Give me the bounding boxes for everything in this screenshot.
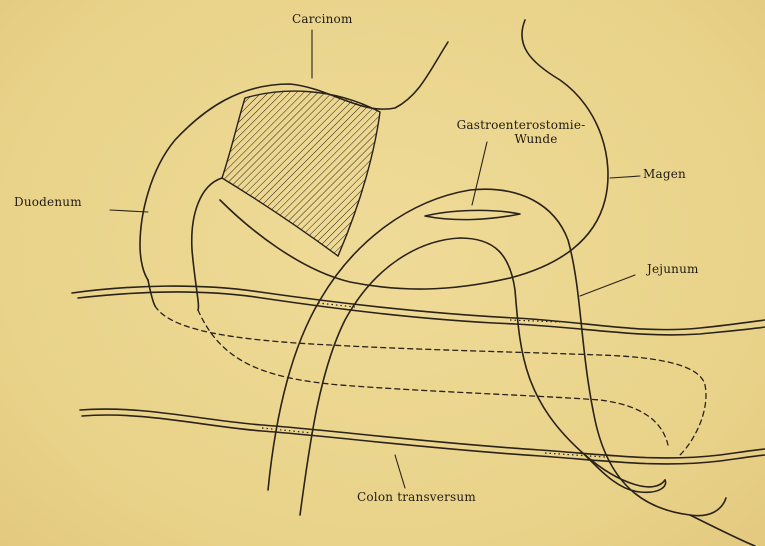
- label-duodenum: Duodenum: [14, 195, 82, 209]
- colon-lower-bottom: [82, 415, 765, 464]
- label-carcinom: Carcinom: [292, 12, 353, 26]
- jejunum-exit: [690, 515, 755, 546]
- anastomosis-wound: [425, 210, 520, 219]
- colon-lower-top: [80, 409, 765, 458]
- label-jejunum: Jejunum: [647, 262, 699, 276]
- pylorus-inner: [192, 178, 222, 310]
- label-gastroenterostomie: Gastroenterostomie- Wunde: [436, 118, 606, 146]
- leader-jejunum: [580, 275, 635, 296]
- label-gastro-line2: Wunde: [466, 132, 606, 146]
- leader-duodenum: [110, 210, 148, 212]
- label-colon-transversum: Colon transversum: [357, 490, 476, 504]
- carcinoma-region: [222, 91, 380, 256]
- label-gastro-line1: Gastroenterostomie-: [436, 118, 606, 132]
- jejunum-inner: [300, 238, 665, 515]
- anastomosis-pointer: [472, 142, 487, 205]
- colon-upper-bottom: [78, 292, 765, 335]
- leader-colon: [395, 455, 405, 488]
- leader-magen: [610, 176, 640, 178]
- label-magen: Magen: [643, 167, 686, 181]
